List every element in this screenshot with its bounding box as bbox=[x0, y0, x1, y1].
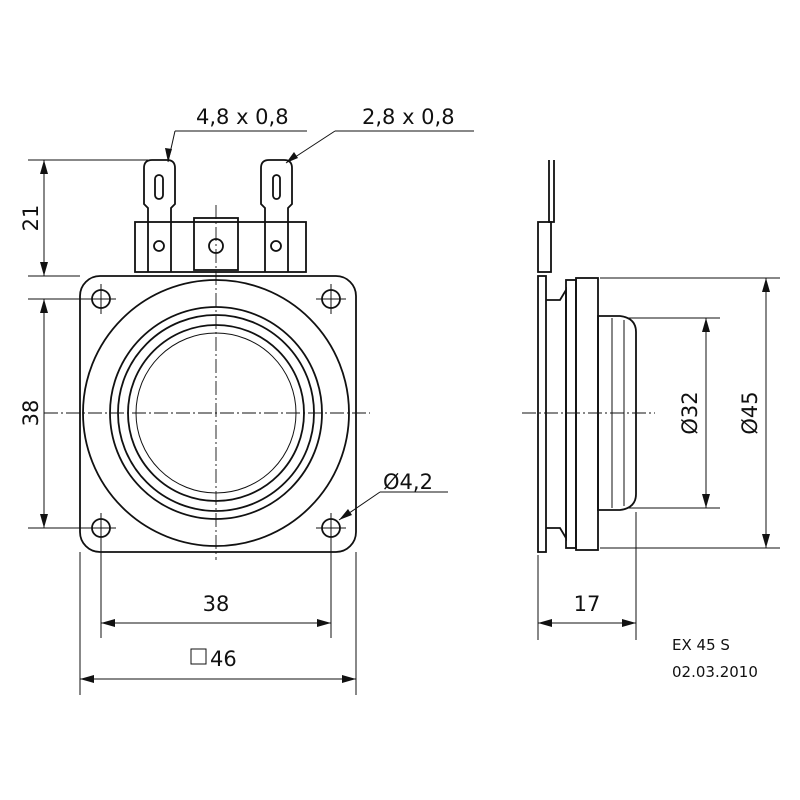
side-view: Ø32 Ø45 17 bbox=[522, 160, 780, 640]
dim-hole-spacing-v-label: 38 bbox=[19, 400, 43, 427]
tab-wide-slot bbox=[154, 174, 164, 200]
terminal-center-boss bbox=[193, 217, 239, 271]
tab-wide-label: 4,8 x 0,8 bbox=[196, 105, 289, 129]
dim-depth bbox=[537, 512, 637, 640]
terminal-plate bbox=[134, 221, 307, 273]
dim-hole-spacing-v bbox=[28, 298, 90, 529]
dim-outer-dia bbox=[600, 277, 780, 549]
side-tab bbox=[548, 160, 555, 223]
terminal-block bbox=[134, 159, 307, 273]
dim-frame-size-label: 46 bbox=[210, 647, 237, 671]
side-flange-2 bbox=[575, 277, 599, 551]
tab-leaders bbox=[165, 130, 474, 164]
dim-depth-label: 17 bbox=[574, 592, 601, 616]
side-frame-plate bbox=[537, 275, 547, 553]
tab-wide-hole bbox=[153, 240, 165, 252]
dim-hole-dia bbox=[338, 491, 448, 521]
dim-inner-dia bbox=[626, 317, 720, 509]
dim-hole-dia-label: Ø4,2 bbox=[383, 470, 433, 494]
dim-frame-size bbox=[79, 552, 357, 695]
dim-hole-spacing-h-label: 38 bbox=[203, 592, 230, 616]
model-name: EX 45 S bbox=[672, 636, 730, 654]
tab-narrow-label: 2,8 x 0,8 bbox=[362, 105, 455, 129]
side-flange-1 bbox=[565, 279, 577, 549]
frame-outline bbox=[79, 275, 357, 553]
tab-narrow-hole bbox=[270, 240, 282, 252]
tab-narrow-slot bbox=[272, 174, 281, 200]
drawing-date: 02.03.2010 bbox=[672, 663, 758, 681]
dim-inner-dia-label: Ø32 bbox=[678, 391, 702, 434]
terminal-center-hole bbox=[208, 238, 224, 254]
hole-center-marks bbox=[86, 284, 346, 543]
front-view: 4,8 x 0,8 2,8 x 0,8 21 38 38 bbox=[19, 105, 474, 695]
square-symbol-icon bbox=[190, 648, 207, 665]
dim-outer-dia-label: Ø45 bbox=[738, 391, 762, 434]
dim-hole-spacing-h bbox=[100, 540, 332, 638]
side-terminal-plate bbox=[537, 221, 552, 273]
side-body bbox=[546, 286, 567, 542]
dim-terminal-height bbox=[28, 159, 148, 277]
dim-terminal-height-label: 21 bbox=[19, 205, 43, 232]
